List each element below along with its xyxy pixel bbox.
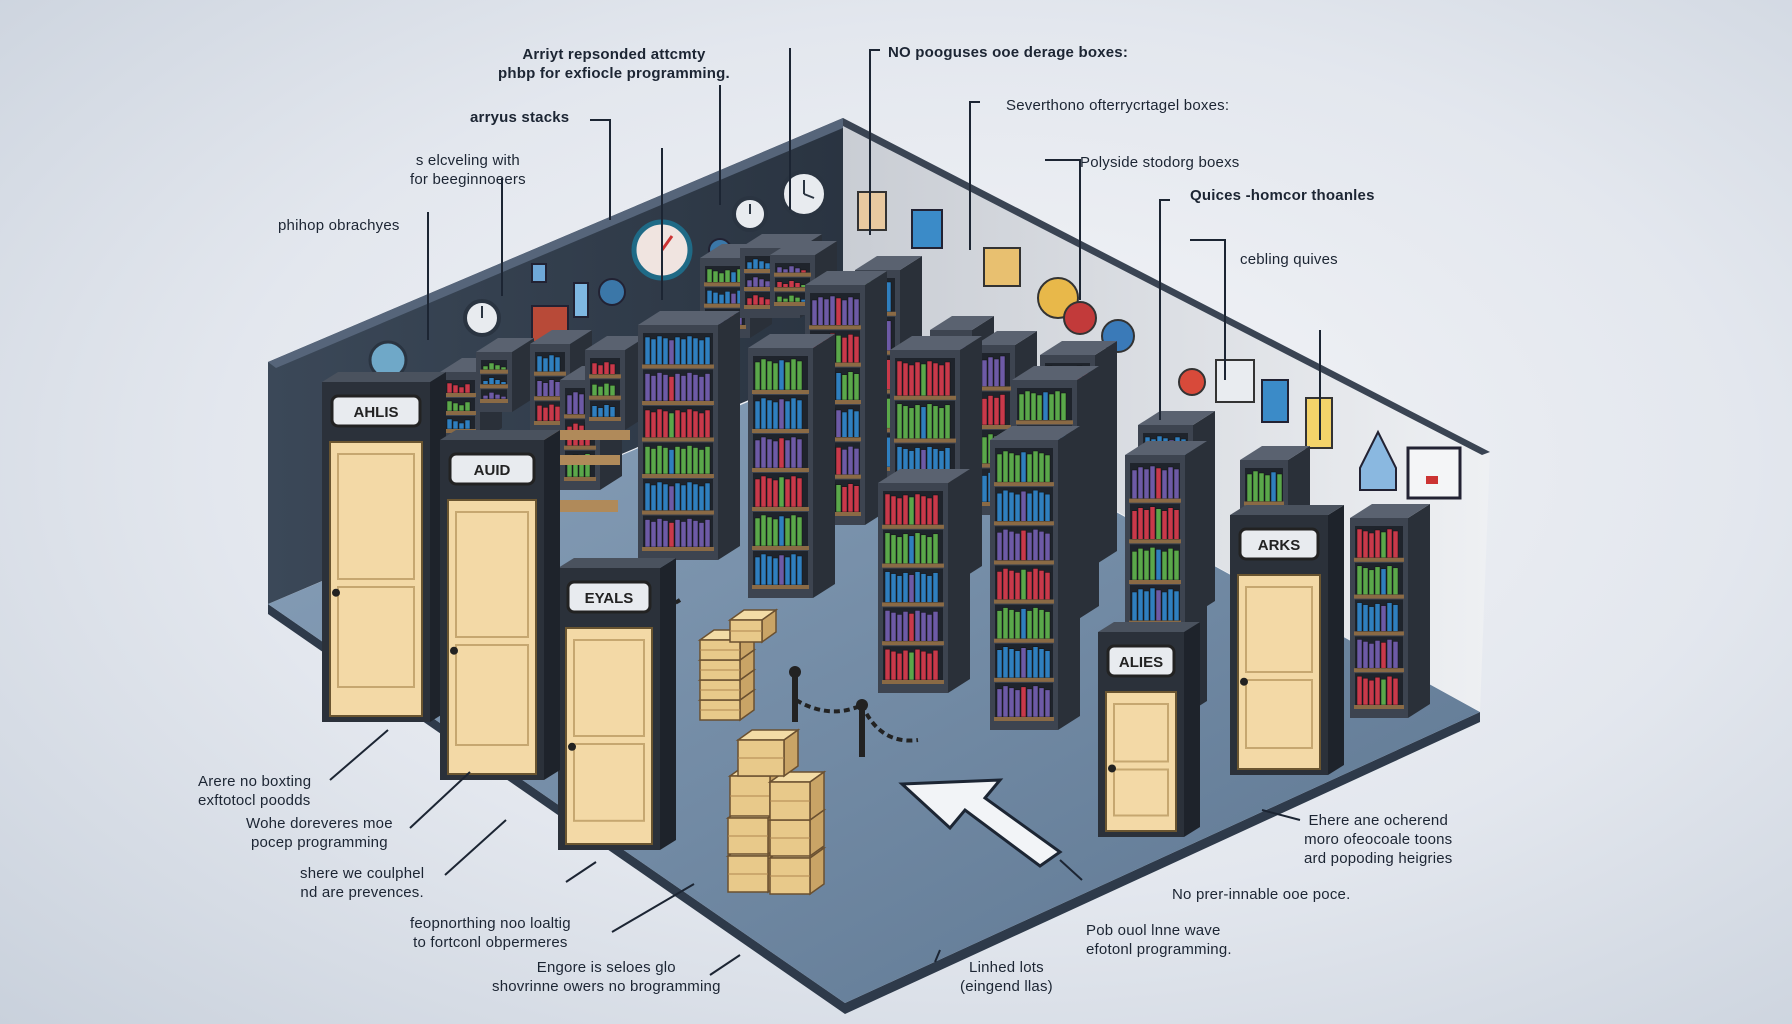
label-top-central: Arriyt repsonded attcmty phbp for exfioc… <box>498 45 730 83</box>
door-sign: AUID <box>474 462 511 479</box>
floor-arrow-icon <box>898 778 1063 868</box>
label-ehere-line2: moro ofeocoale toons <box>1304 831 1453 848</box>
cardboard-box <box>735 728 801 778</box>
label-ehere: Ehere ane ocherend moro ofeocoale toons … <box>1304 811 1452 868</box>
label-pob-line2: efotonl programming. <box>1086 941 1232 958</box>
label-shelving-beginners: s elcveling with for beeginnoeers <box>410 151 526 189</box>
label-arrys-stacks: arryus stacks <box>470 109 570 126</box>
label-arere-line2: exftotocl poodds <box>198 792 311 809</box>
label-cebling: cebling quives <box>1240 251 1338 268</box>
label-shere-line1: shere we coulphel <box>300 865 425 882</box>
label-fegp: feopnorthing noo loaltig to fortconl obp… <box>410 914 571 952</box>
label-phihop: phihop obrachyes <box>278 217 400 234</box>
bookshelf <box>748 334 835 598</box>
leader-lines <box>329 48 1321 976</box>
cardboard-box <box>727 608 779 644</box>
label-pob-line1: Pob ouol lnne wave <box>1086 922 1221 939</box>
label-shere-line2: nd are prevences. <box>300 884 424 901</box>
door-frame: AUID <box>440 430 560 780</box>
label-polyside: Polyside stodorg boexs <box>1080 154 1240 171</box>
label-quices: Quices -homcor thoanles <box>1190 187 1375 204</box>
label-wohe-line2: pocep programming <box>250 834 388 851</box>
door-frame: AHLIS <box>322 372 446 722</box>
back-wall-top <box>268 118 850 368</box>
label-fegp-line1: feopnorthing noo loaltig <box>410 915 571 932</box>
label-shelving-line1: s elcveling with <box>415 152 520 169</box>
label-ehere-line1: Ehere ane ocherend <box>1308 812 1449 829</box>
label-top-line1: Arriyt repsonded attcmty <box>522 46 706 63</box>
door-sign: ALIES <box>1119 654 1163 671</box>
label-linked-line1: Linhed lots <box>969 959 1044 976</box>
label-linked: Linhed lots (eingend llas) <box>960 958 1053 996</box>
label-engore: Engore is seloes glo shovrinne owers no … <box>492 958 721 996</box>
bookshelf <box>1350 504 1430 718</box>
bookshelf <box>476 338 534 412</box>
label-fegp-line2: to fortconl obpermeres <box>413 934 568 951</box>
bookshelf <box>585 336 647 430</box>
label-arere: Arere no boxting exftotocl poodds <box>198 772 311 810</box>
label-engore-line1: Engore is seloes glo <box>536 959 676 976</box>
door-frame: ARKS <box>1230 505 1344 775</box>
cardboard-boxes <box>697 608 827 896</box>
label-linked-line2: (eingend llas) <box>960 978 1053 995</box>
label-wohe: Wohe doreveres moe pocep programming <box>246 814 393 852</box>
label-pob: Pob ouol lnne wave efotonl programming. <box>1086 921 1232 959</box>
label-shelving-line2: for beeginnoeers <box>410 171 526 188</box>
label-several-boxes: Severthono ofterrycrtagel boxes: <box>1006 97 1230 114</box>
label-wohe-line1: Wohe doreveres moe <box>246 815 393 832</box>
cardboard-box <box>767 770 827 822</box>
door-frame: EYALS <box>558 558 676 850</box>
right-wall-top <box>843 118 1490 455</box>
floor <box>268 362 1480 1003</box>
label-no-boxes: NO pooguses ooe derage boxes: <box>888 44 1129 61</box>
door-frame: ALIES <box>1098 622 1200 837</box>
bookshelf <box>990 426 1080 730</box>
bookshelf <box>638 311 740 560</box>
door-sign: EYALS <box>585 590 634 607</box>
bookshelf <box>878 469 970 693</box>
label-shere: shere we coulphel nd are prevences. <box>300 864 424 902</box>
label-arere-line1: Arere no boxting <box>198 773 312 790</box>
door-sign: ARKS <box>1258 537 1301 554</box>
label-engore-line2: shovrinne owers no brogramming <box>492 978 721 995</box>
label-no-pre: No prer-innable ooe poce. <box>1172 886 1351 903</box>
door-frames: ARKS ALIES EYALS AHLIS AUID <box>322 372 1344 850</box>
door-sign: AHLIS <box>354 404 399 421</box>
label-top-line2: phbp for exfiocle programming. <box>498 65 730 82</box>
label-ehere-line3: ard popoding heigries <box>1304 850 1453 867</box>
